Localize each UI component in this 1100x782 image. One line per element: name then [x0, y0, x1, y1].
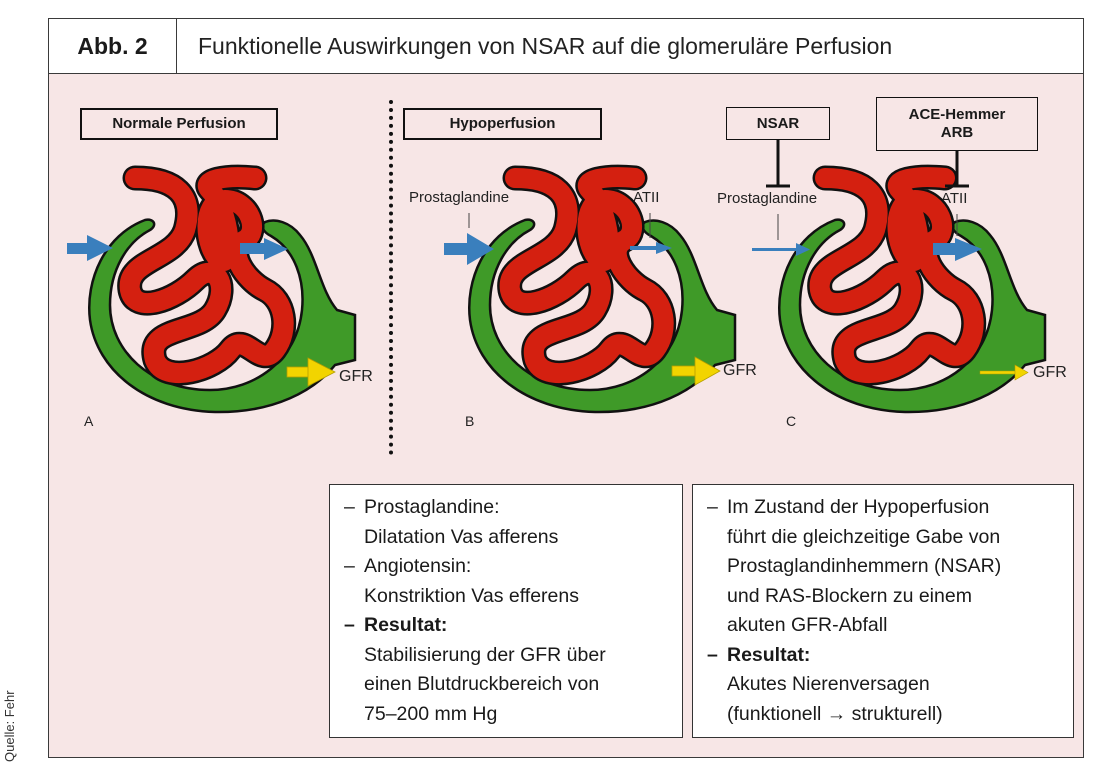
- panel-c-ace-arb-inhibition: [945, 151, 969, 188]
- text-line: 75–200 mm Hg: [364, 702, 498, 725]
- text-line: Prostaglandinhemmern (NSAR): [727, 555, 1002, 577]
- text-line: Akutes Nierenversagen: [727, 673, 930, 695]
- panel-a-gfr-arrow: [286, 357, 336, 387]
- panel-b-letter: B: [465, 413, 475, 429]
- text-item: –Im Zustand der Hypoperfusion: [707, 493, 1063, 523]
- text-line: Angiotensin:: [364, 555, 472, 577]
- panel-a-letter: A: [84, 413, 94, 429]
- panel-c-ace-arb-box: ACE-Hemmer ARB: [876, 97, 1038, 151]
- bullet-dash: –: [707, 643, 718, 666]
- panel-b-efferent-arrow: [630, 242, 672, 254]
- panel-c-afferent-arrow: [752, 243, 810, 256]
- panel-b-gfr-arrow: [671, 356, 721, 386]
- panel-b-atii-label: ATII: [633, 189, 660, 206]
- text-item: –Angiotensin:: [344, 552, 672, 582]
- panel-a-efferent-arrow: [240, 238, 288, 260]
- panel-c-gfr-arrow: [979, 364, 1029, 381]
- panel-c-nsar-inhibition: [766, 140, 790, 188]
- arb-label: ARB: [940, 124, 974, 141]
- panel-b-title: Hypoperfusion: [403, 108, 602, 140]
- text-item-result: –Resultat:: [707, 641, 1063, 671]
- text-line: Prostaglandine:: [364, 496, 500, 518]
- panel-c-efferent-arrow: [933, 238, 982, 261]
- panel-b-gfr-label: GFR: [723, 362, 757, 379]
- text-line: Resultat:: [364, 614, 448, 636]
- bullet-dash: –: [344, 555, 355, 577]
- panel-a-afferent-arrow: [67, 235, 113, 261]
- text-line: Im Zustand der Hypoperfusion: [727, 496, 990, 518]
- textbox-nsar-effect: –Im Zustand der Hypoperfusion führt die …: [692, 484, 1074, 738]
- panel-c-gfr-label: GFR: [1033, 364, 1067, 381]
- panel-a-gfr-label: GFR: [339, 368, 373, 385]
- bullet-dash: –: [344, 496, 355, 518]
- panel-c-nsar-box: NSAR: [726, 107, 830, 140]
- text-line: und RAS-Blockern zu einem: [727, 584, 972, 607]
- textbox-normal-regulation: –Prostaglandine: Dilatation Vas afferens…: [329, 484, 683, 738]
- panel-c-letter: C: [786, 413, 797, 429]
- panel-b-afferent-arrow: [444, 233, 494, 265]
- panel-divider: [389, 100, 393, 455]
- text-line: (funktionell → strukturell): [727, 702, 943, 725]
- ace-hemmer-label: ACE-Hemmer: [908, 106, 1006, 123]
- figure-title: Funktionelle Auswirkungen von NSAR auf d…: [198, 32, 893, 59]
- bullet-dash: –: [344, 614, 355, 636]
- text-line: Konstriktion Vas efferens: [364, 584, 579, 607]
- panel-c-glomerulus: [779, 177, 1045, 412]
- text-line: Dilatation Vas afferens: [364, 525, 559, 548]
- panel-c-atii-label: ATII: [941, 190, 968, 207]
- panel-c-prostaglandine-label: Prostaglandine: [717, 190, 818, 207]
- figure-header: Abb. 2 Funktionelle Auswirkungen von NSA…: [49, 19, 1083, 74]
- panel-b-prostaglandine-label: Prostaglandine: [409, 189, 510, 206]
- text-item-result: –Resultat:: [344, 611, 672, 641]
- text-line: akuten GFR-Abfall: [727, 614, 888, 636]
- text-line: Resultat:: [727, 643, 811, 666]
- text-item: –Prostaglandine:: [344, 493, 672, 523]
- figure-number: Abb. 2: [49, 19, 177, 73]
- panel-a-title: Normale Perfusion: [80, 108, 278, 140]
- text-line: einen Blutdruckbereich von: [364, 673, 600, 695]
- bullet-dash: –: [707, 496, 718, 518]
- text-line: Stabilisierung der GFR über: [364, 643, 606, 666]
- text-line: führt die gleichzeitige Gabe von: [727, 525, 1001, 548]
